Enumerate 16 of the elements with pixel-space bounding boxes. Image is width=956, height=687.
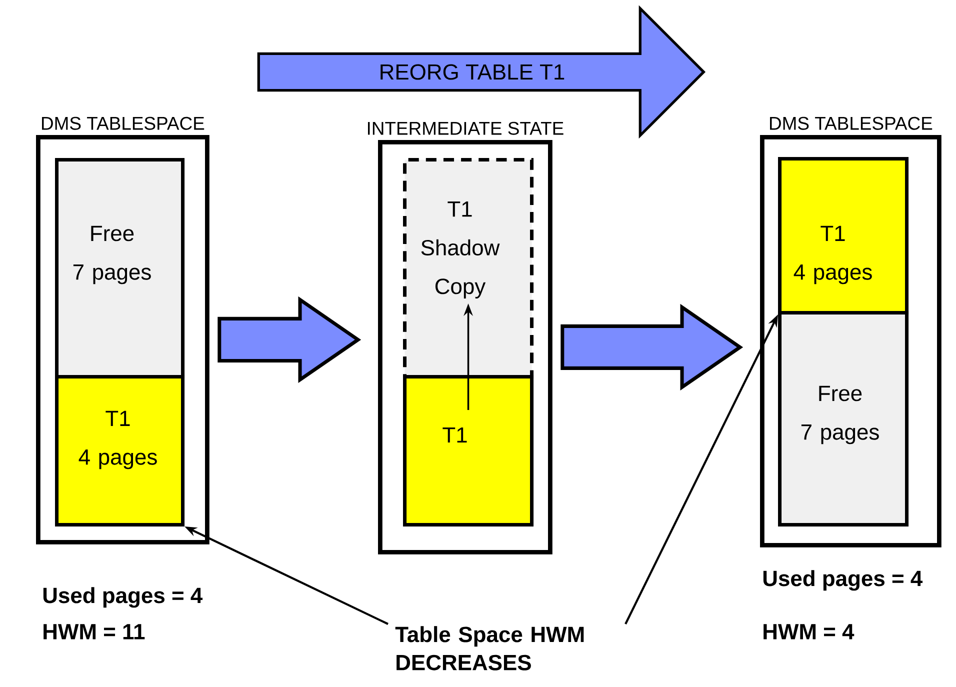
- stat-label: HWM = 4: [764, 624, 854, 640]
- block-arrow: [218, 296, 362, 384]
- tablespace-heading: INTERMEDIATE STATE: [368, 122, 564, 135]
- shadow-copy-box: T1 Shadow Copy: [403, 158, 534, 379]
- stat-label: HWM = 11: [44, 624, 145, 640]
- block-arrow: [560, 304, 744, 391]
- table-block: T1 4 pages: [55, 375, 185, 527]
- free-space-block: Free 7 pages: [778, 311, 909, 527]
- tablespace-heading: DMS TABLESPACE: [42, 116, 204, 130]
- free-space-block: Free 7 pages: [55, 158, 185, 379]
- table-block: T1 4 pages: [778, 157, 909, 315]
- stat-label: Used pages = 4: [43, 587, 203, 608]
- callout-text: Table Space HWM DECREASES: [395, 626, 584, 670]
- stat-label: Used pages = 4: [763, 570, 923, 591]
- tablespace-heading: DMS TABLESPACE: [770, 116, 932, 130]
- table-block: T1: [403, 375, 534, 527]
